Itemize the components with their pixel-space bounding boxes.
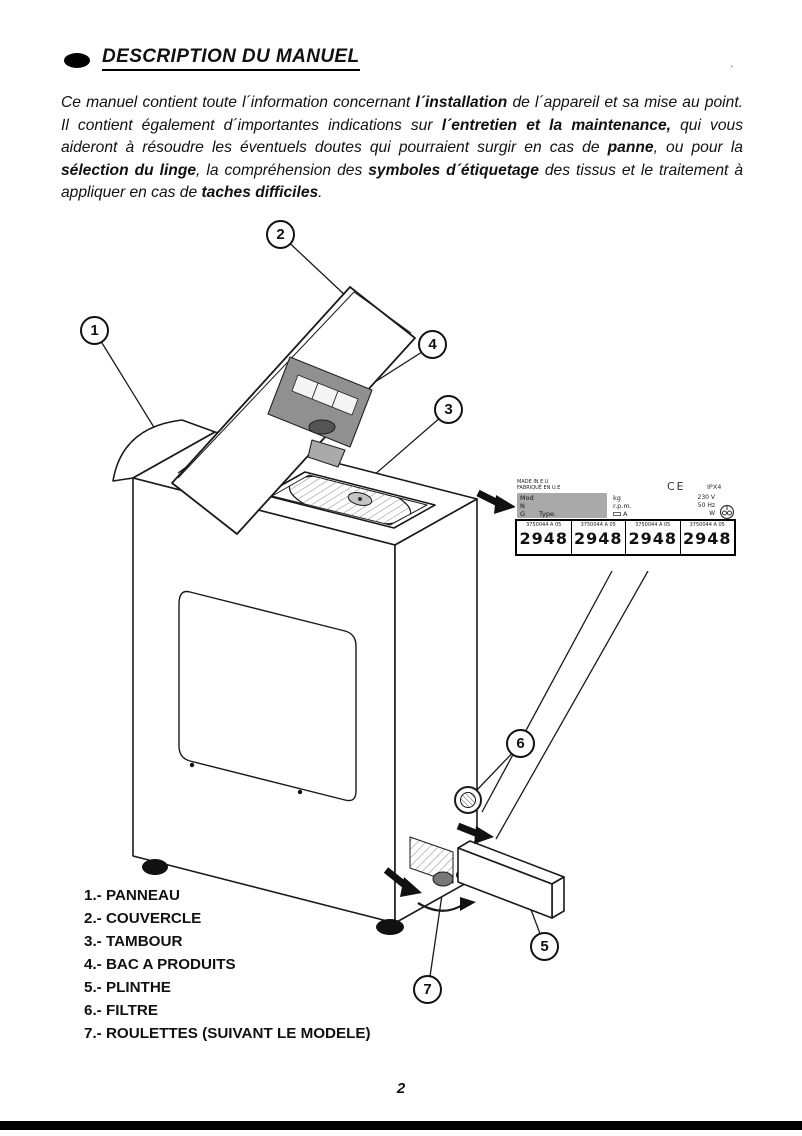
ce-mark: CE (667, 480, 686, 493)
washing-machine-diagram (93, 234, 649, 991)
panel-screw (189, 762, 195, 768)
foot (142, 859, 168, 875)
section-bullet-icon (64, 52, 90, 68)
legend-item-plinthe: 5.- PLINTHE (84, 979, 171, 996)
plate-electrical: 230 V 50 Hz W (697, 494, 715, 517)
plate-code-cell: 3750044 A 05 2948 (519, 522, 569, 548)
plinth (457, 840, 565, 919)
parts-legend: 1.- PANNEAU 2.- COUVERCLE 3.- TAMBOUR 4.… (84, 884, 371, 1045)
legend-item-roulettes: 7.- ROULETTES (SUIVANT LE MODELE) (84, 1025, 371, 1042)
page-title: DESCRIPTION DU MANUEL (102, 46, 360, 71)
legend-item-couvercle: 2.- COUVERCLE (84, 910, 202, 927)
front-panel (178, 590, 357, 802)
plate-code-row: 3750044 A 05 2948 3750044 A 05 2948 3750… (515, 519, 736, 556)
legend-item-filtre: 6.- FILTRE (84, 1002, 158, 1019)
certification-logo-icon (719, 504, 735, 520)
callout-5: 5 (530, 932, 559, 961)
control-console (112, 419, 216, 482)
footer-bar (0, 1121, 802, 1130)
callout-2: 2 (266, 220, 295, 249)
legend-item-bac: 4.- BAC A PRODUITS (84, 956, 236, 973)
machine-body (112, 419, 478, 935)
plinth-slot (409, 836, 476, 912)
plate-code-cell: 3750044 A 05 2948 (625, 521, 680, 554)
legend-item-panneau: 1.- PANNEAU (84, 887, 180, 904)
stray-print-mark: ' (731, 64, 733, 74)
callout-3: 3 (434, 395, 463, 424)
panel-screw (297, 789, 303, 795)
plate-made-in: MADE IN E.U FABRIQUÉ EN U.E (517, 479, 561, 491)
page-number: 2 (396, 1080, 406, 1097)
callout-4: 4 (418, 330, 447, 359)
detergent-drawer (267, 356, 373, 468)
callout-6: 6 (506, 729, 535, 758)
ip-rating: IPX4 (707, 483, 722, 491)
washing-symbol-icon (613, 512, 621, 516)
plate-code-cell: 3750044 A 05 2948 (679, 521, 735, 554)
roller (432, 871, 454, 887)
direction-arrows (383, 489, 516, 897)
callout-1: 1 (80, 316, 109, 345)
plate-code-cell: 3750044 A 05 2948 (570, 521, 626, 554)
plate-units: kg r.p.m. A (613, 494, 632, 518)
legend-item-tambour: 3.- TAMBOUR (84, 933, 183, 950)
foot (376, 919, 404, 935)
intro-paragraph: Ce manuel contient toute l´information c… (61, 94, 744, 202)
section-header: DESCRIPTION DU MANUEL (64, 46, 360, 71)
filter (454, 786, 482, 814)
callout-7: 7 (413, 975, 442, 1004)
